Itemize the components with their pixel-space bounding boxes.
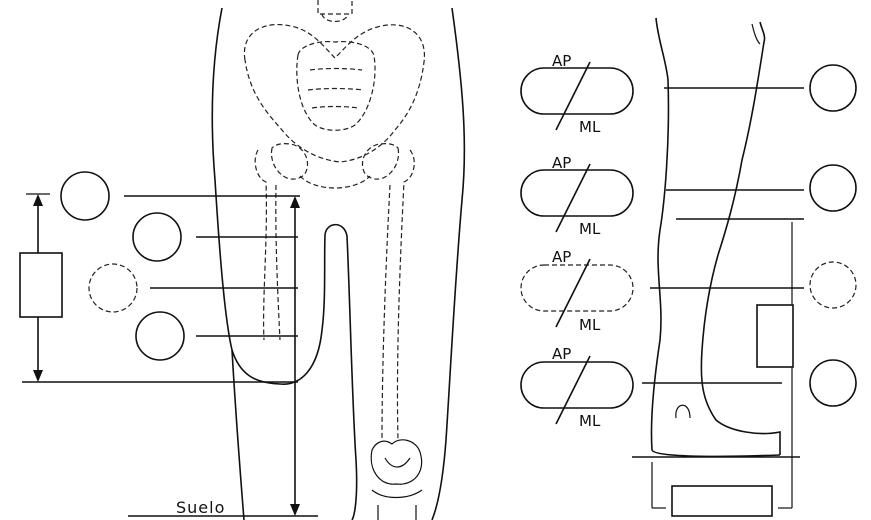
left-dimension-head-bottom: [33, 370, 43, 382]
pelvis-outline: [244, 25, 424, 162]
ml-label: ML: [579, 316, 601, 334]
leg-top-detail: [752, 24, 760, 44]
sacrum: [297, 42, 375, 131]
ankle-mark: [676, 405, 690, 418]
length-value-box: [20, 253, 62, 317]
spine: [318, 0, 352, 22]
ap-label: AP: [552, 248, 571, 266]
side-circle-3: [810, 262, 856, 308]
ap-ml-capsule-3: AP ML: [521, 248, 633, 334]
height-arrow-head-bottom: [290, 504, 300, 516]
hip-socket-left: [271, 144, 307, 180]
side-circle-4: [810, 360, 856, 406]
knee-detail: [372, 458, 422, 520]
femur-left: [255, 150, 280, 340]
foot-length-box: [672, 486, 772, 516]
side-circle-2: [810, 165, 856, 211]
height-arrow-head-top: [290, 196, 300, 208]
thigh-inner-line: [232, 350, 244, 520]
circumference-circle-1: [61, 172, 109, 220]
side-length-box: [757, 305, 793, 367]
circumference-circle-4: [136, 312, 184, 360]
ml-label: ML: [579, 412, 601, 430]
ml-label: ML: [579, 118, 601, 136]
leg-back-outline: [651, 18, 668, 450]
ap-label: AP: [552, 52, 571, 70]
ap-ml-capsule-2: AP ML: [521, 154, 633, 238]
ap-ml-capsule-1: AP ML: [521, 52, 633, 136]
front-view-figure: Suelo: [20, 0, 464, 520]
leg-front-outline: [701, 22, 780, 455]
knee-joint: [371, 440, 421, 484]
foot-outline: [652, 450, 780, 456]
left-dimension-head-top: [33, 194, 43, 206]
femur-right: [382, 150, 414, 440]
circumference-circle-2: [133, 213, 181, 261]
ml-label: ML: [579, 220, 601, 238]
body-outline-right: [432, 8, 464, 520]
side-circle-1: [810, 65, 856, 111]
circumference-circle-3: [89, 264, 137, 312]
ap-label: AP: [552, 345, 571, 363]
hip-socket-right: [362, 144, 398, 180]
floor-label: Suelo: [176, 498, 225, 517]
crotch-outline: [325, 225, 357, 520]
sacrum-detail: [308, 69, 364, 109]
pubic-bone: [300, 176, 370, 188]
ap-label: AP: [552, 154, 571, 172]
ap-ml-capsule-4: AP ML: [521, 345, 633, 430]
side-view-figure: AP ML AP ML AP ML AP ML: [521, 18, 856, 516]
